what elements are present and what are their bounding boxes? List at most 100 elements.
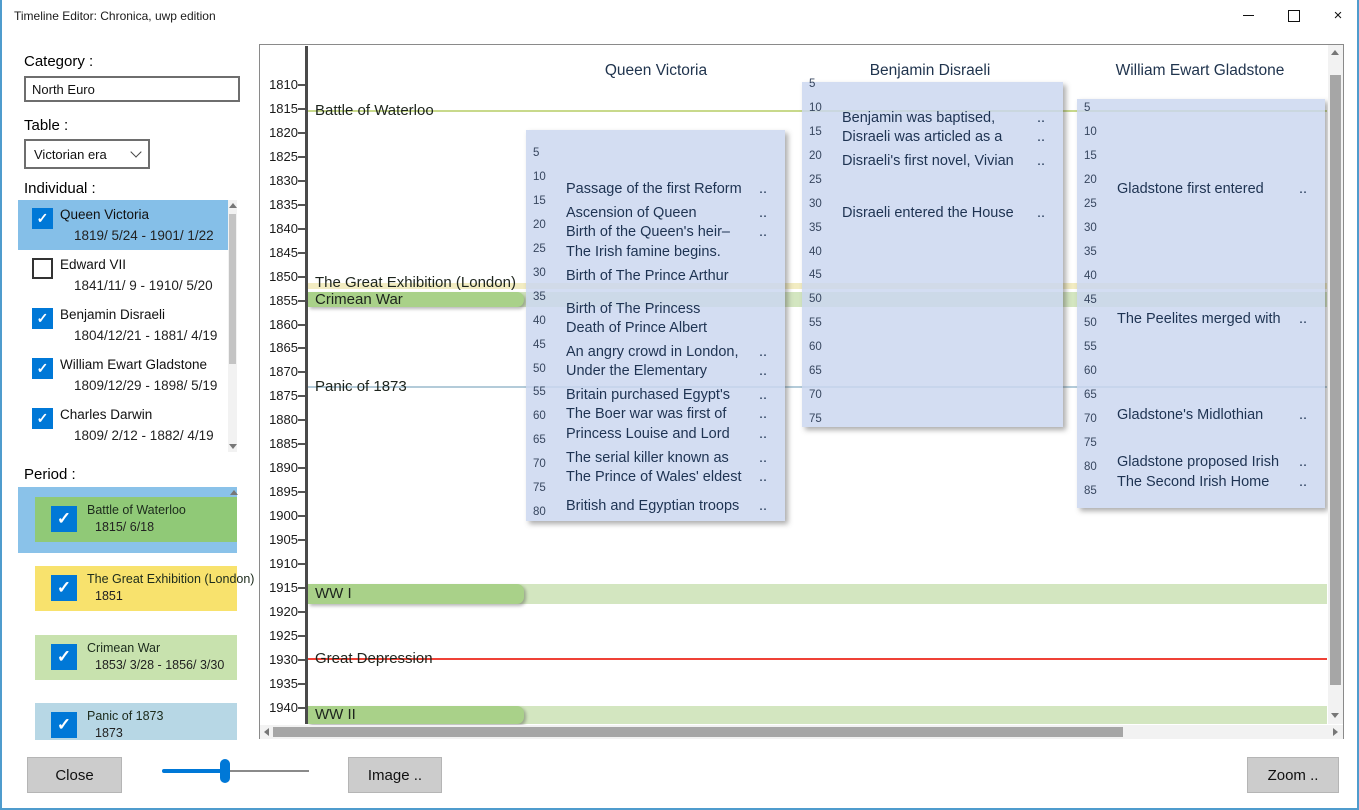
individual-checkbox[interactable]: ✓ bbox=[32, 308, 53, 329]
minimize-button[interactable] bbox=[1225, 0, 1271, 31]
period-label: Period : bbox=[24, 466, 76, 483]
life-event-text: Benjamin was baptised, bbox=[842, 109, 996, 126]
life-event-text: Gladstone first entered bbox=[1117, 181, 1264, 198]
era-band-pill[interactable] bbox=[308, 291, 524, 308]
year-tick-mark bbox=[298, 323, 305, 326]
table-dropdown-value: Victorian era bbox=[34, 146, 107, 162]
close-window-button[interactable]: × bbox=[1315, 0, 1359, 31]
ellipsis-more-icon[interactable]: .. bbox=[1036, 205, 1045, 222]
image-button[interactable]: Image .. bbox=[348, 757, 442, 793]
ellipsis-more-icon[interactable]: .. bbox=[758, 205, 767, 222]
individual-scrollbar[interactable] bbox=[228, 200, 237, 452]
year-tick-mark bbox=[298, 539, 305, 542]
period-name: The Great Exhibition (London) bbox=[87, 572, 255, 586]
maximize-button[interactable] bbox=[1271, 0, 1317, 31]
zoom-slider-fill[interactable] bbox=[162, 769, 225, 773]
ellipsis-more-icon[interactable]: .. bbox=[758, 497, 767, 514]
period-checkbox[interactable]: ✓ bbox=[51, 575, 77, 601]
era-band-pill[interactable] bbox=[308, 705, 524, 724]
vertical-scrollbar[interactable] bbox=[1328, 45, 1343, 724]
period-checkbox[interactable]: ✓ bbox=[51, 712, 77, 738]
zoom-slider-track[interactable] bbox=[225, 770, 309, 772]
age-tick-label: 20 bbox=[533, 218, 546, 231]
scroll-down-icon[interactable] bbox=[229, 444, 237, 449]
ellipsis-more-icon[interactable]: .. bbox=[1298, 406, 1307, 423]
period-name: Battle of Waterloo bbox=[87, 503, 186, 517]
ellipsis-more-icon[interactable]: .. bbox=[1036, 109, 1045, 126]
check-icon: ✓ bbox=[56, 715, 72, 734]
vertical-scrollbar-thumb[interactable] bbox=[1330, 75, 1341, 685]
period-card[interactable]: ✓The Great Exhibition (London)1851 bbox=[35, 566, 254, 611]
scroll-up-icon[interactable] bbox=[1331, 50, 1339, 55]
individual-checkbox[interactable]: ✓ bbox=[32, 408, 53, 429]
year-tick-label: 1835 bbox=[269, 196, 298, 212]
maximize-icon bbox=[1288, 9, 1300, 22]
period-checkbox[interactable]: ✓ bbox=[51, 644, 77, 670]
life-event: Disraeli entered the House.. bbox=[842, 205, 1045, 221]
individual-checkbox[interactable]: ✓ bbox=[32, 358, 53, 379]
age-tick-label: 50 bbox=[533, 362, 546, 375]
scroll-down-icon[interactable] bbox=[1331, 713, 1339, 718]
ellipsis-more-icon[interactable]: .. bbox=[758, 387, 767, 404]
era-label: Crimean War bbox=[315, 290, 403, 308]
ellipsis-more-icon[interactable]: .. bbox=[1298, 454, 1307, 471]
close-button[interactable]: Close bbox=[27, 757, 122, 793]
ellipsis-more-icon[interactable]: .. bbox=[1036, 152, 1045, 169]
ellipsis-more-icon[interactable]: .. bbox=[1036, 128, 1045, 145]
year-tick-label: 1930 bbox=[269, 651, 298, 667]
age-tick-label: 5 bbox=[809, 77, 816, 90]
year-tick-label: 1925 bbox=[269, 627, 298, 643]
ellipsis-more-icon[interactable]: .. bbox=[758, 363, 767, 380]
window-title: Timeline Editor: Chronica, uwp edition bbox=[14, 9, 216, 23]
year-tick-label: 1905 bbox=[269, 532, 298, 548]
period-checkbox[interactable]: ✓ bbox=[51, 506, 77, 532]
era-band bbox=[308, 584, 1327, 605]
period-scroll-up-icon[interactable] bbox=[230, 490, 238, 495]
age-tick-label: 30 bbox=[533, 266, 546, 279]
zoom-button[interactable]: Zoom .. bbox=[1247, 757, 1339, 793]
ellipsis-more-icon[interactable]: .. bbox=[758, 449, 767, 466]
individual-checkbox[interactable]: ✓ bbox=[32, 208, 53, 229]
era-line bbox=[308, 657, 1327, 660]
horizontal-scrollbar[interactable] bbox=[260, 725, 1343, 739]
individual-dates: 1809/12/29 - 1898/ 5/19 bbox=[74, 378, 218, 393]
individual-name: Benjamin Disraeli bbox=[60, 307, 166, 322]
life-event-text: Disraeli entered the House bbox=[842, 205, 1014, 222]
ellipsis-more-icon[interactable]: .. bbox=[758, 181, 767, 198]
individual-label: Individual : bbox=[24, 180, 96, 197]
life-event-text: Death of Prince Albert bbox=[566, 320, 708, 337]
scroll-left-icon[interactable] bbox=[264, 728, 269, 736]
ellipsis-more-icon[interactable]: .. bbox=[758, 468, 767, 485]
year-tick-label: 1870 bbox=[269, 364, 298, 380]
individual-scrollbar-thumb[interactable] bbox=[229, 214, 236, 364]
ellipsis-more-icon[interactable]: .. bbox=[758, 425, 767, 442]
scroll-right-icon[interactable] bbox=[1333, 728, 1338, 736]
table-dropdown[interactable]: Victorian era bbox=[24, 139, 150, 169]
ellipsis-more-icon[interactable]: .. bbox=[1298, 310, 1307, 327]
ellipsis-more-icon[interactable]: .. bbox=[758, 406, 767, 423]
era-band-pill[interactable] bbox=[308, 584, 524, 605]
ellipsis-more-icon[interactable]: .. bbox=[758, 224, 767, 241]
individual-name: Charles Darwin bbox=[60, 407, 153, 422]
ellipsis-more-icon[interactable]: .. bbox=[758, 344, 767, 361]
ellipsis-more-icon[interactable]: .. bbox=[1298, 181, 1307, 198]
individual-checkbox[interactable] bbox=[32, 258, 53, 279]
scroll-up-icon[interactable] bbox=[229, 203, 237, 208]
category-input[interactable] bbox=[24, 76, 240, 102]
zoom-slider-thumb[interactable] bbox=[220, 759, 230, 783]
period-name: Panic of 1873 bbox=[87, 709, 164, 723]
horizontal-scrollbar-thumb[interactable] bbox=[273, 727, 1123, 737]
life-event-text: Gladstone proposed Irish bbox=[1117, 454, 1280, 471]
ellipsis-more-icon[interactable]: .. bbox=[1298, 473, 1307, 490]
